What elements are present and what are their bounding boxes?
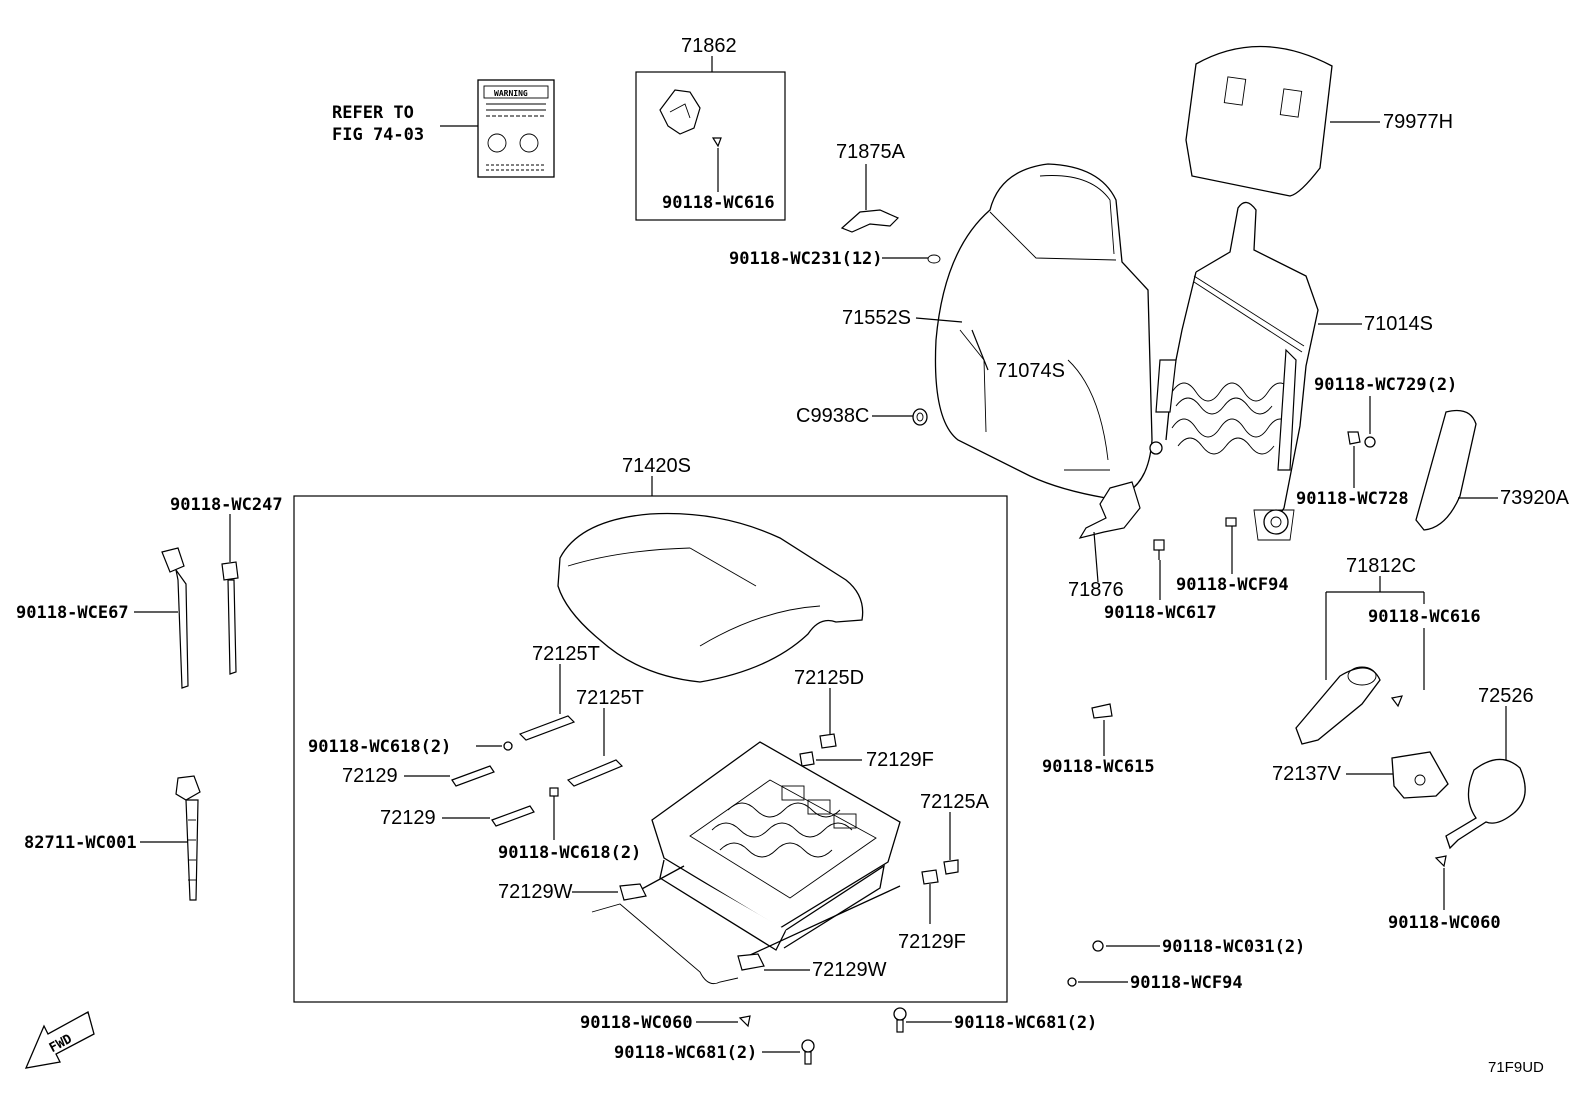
label-90118-wc728: 90118-WC728 <box>1296 489 1409 509</box>
headrest-pad-79977h-icon <box>1185 45 1333 197</box>
label-72129f-a: 72129F <box>866 749 934 771</box>
part-71420s-box <box>293 495 1008 1003</box>
bracket-71876-icon <box>1078 481 1141 539</box>
screw-wc681-b-icon <box>801 1039 815 1065</box>
bracket-71862-icon <box>659 89 701 135</box>
clip-82711-wc001-icon <box>175 775 201 901</box>
tie-wc247-icon <box>221 561 239 675</box>
screw-wc060-bottom-icon <box>738 1015 751 1028</box>
clip-wc231-icon <box>927 254 941 264</box>
label-72137v: 72137V <box>1272 763 1342 785</box>
label-90118-wc615: 90118-WC615 <box>1042 757 1155 777</box>
label-72125t-b: 72125T <box>576 687 644 709</box>
bracket-72137v-icon <box>1391 751 1449 799</box>
label-71074s: 71074S <box>996 360 1065 382</box>
label-90118-wc247: 90118-WC247 <box>170 495 283 515</box>
label-90118-wce67: 90118-WCE67 <box>16 603 129 623</box>
seat-wire-icon <box>591 903 739 985</box>
label-71420s: 71420S <box>622 455 691 477</box>
seat-cushion-frame-icon <box>639 741 901 957</box>
refer-note-line1: REFER TO <box>332 103 414 123</box>
label-90118-wc060-bottom: 90118-WC060 <box>580 1013 693 1033</box>
label-90118-wc729: 90118-WC729(2) <box>1314 375 1457 395</box>
label-90118-wc031: 90118-WC031(2) <box>1162 937 1305 957</box>
label-72129-b: 72129 <box>380 807 436 829</box>
clip-72129f-a-icon <box>799 751 815 767</box>
label-82711-wc001: 82711-WC001 <box>24 833 137 853</box>
label-72129f-b: 72129F <box>898 931 966 953</box>
clip-72125d-icon <box>819 733 837 749</box>
bolt-wcf94-b-icon <box>1067 977 1077 987</box>
screw-wc616-right-icon <box>1390 695 1403 708</box>
label-90118-wc616-right: 90118-WC616 <box>1368 607 1481 627</box>
plate-72129-a-icon <box>451 765 495 787</box>
refer-note-line2: FIG 74-03 <box>332 125 424 145</box>
nut-wc729-icon <box>1364 436 1376 448</box>
label-71862: 71862 <box>681 35 737 57</box>
clip-72129w-a-icon <box>619 883 647 901</box>
clip-wc618-b-icon <box>549 787 559 797</box>
label-90118-wc681-b: 90118-WC681(2) <box>614 1043 757 1063</box>
label-90118-wc060-right: 90118-WC060 <box>1388 913 1501 933</box>
warning-label-text: WARNING <box>494 89 528 98</box>
label-72129-a: 72129 <box>342 765 398 787</box>
label-79977h: 79977H <box>1383 111 1453 133</box>
label-72526: 72526 <box>1478 685 1534 707</box>
clip-wc615-icon <box>1091 703 1113 719</box>
grommet-c9938c-icon <box>912 408 928 426</box>
label-90118-wc231: 90118-WC231(12) <box>729 249 883 269</box>
seat-cushion-icon <box>557 512 864 683</box>
label-90118-wc616-top: 90118-WC616 <box>662 193 775 213</box>
label-c9938c: C9938C <box>796 405 869 427</box>
clip-72129f-b-icon <box>921 869 939 885</box>
clip-wc728-icon <box>1347 431 1361 445</box>
label-90118-wcf94-a: 90118-WCF94 <box>1176 575 1289 595</box>
label-90118-wc681-a: 90118-WC681(2) <box>954 1013 1097 1033</box>
label-90118-wcf94-b: 90118-WCF94 <box>1130 973 1243 993</box>
label-72125t-a: 72125T <box>532 643 600 665</box>
bracket-71875a-icon <box>840 209 900 233</box>
label-72129w-a: 72129W <box>498 881 573 903</box>
clip-72129w-b-icon <box>737 953 765 971</box>
knob-71812c-icon <box>1295 666 1381 745</box>
side-cover-73920a-icon <box>1415 409 1477 531</box>
label-71812c: 71812C <box>1346 555 1416 577</box>
lever-72526-icon <box>1445 758 1526 850</box>
label-73920a: 73920A <box>1500 487 1570 509</box>
screw-wc681-a-icon <box>893 1007 907 1033</box>
tie-wce67-icon <box>161 547 189 689</box>
label-90118-wc618-a: 90118-WC618(2) <box>308 737 451 757</box>
figure-code: 71F9UD <box>1488 1059 1544 1076</box>
bolt-wc617-icon <box>1153 539 1165 560</box>
clip-72125a-icon <box>943 859 959 875</box>
label-71552s: 71552S <box>842 307 911 329</box>
label-90118-wc618-b: 90118-WC618(2) <box>498 843 641 863</box>
label-72129w-b: 72129W <box>812 959 887 981</box>
seatback-cover-71552s-icon <box>934 163 1153 499</box>
part-71862-box <box>635 71 786 221</box>
clip-wc618-a-icon <box>503 741 513 751</box>
bolt-wcf94-a-icon <box>1225 517 1237 527</box>
plate-72129-b-icon <box>491 805 535 827</box>
fwd-arrow-icon: FWD <box>24 1011 95 1069</box>
bolt-wc031-icon <box>1092 940 1104 952</box>
screw-wc060-right-icon <box>1434 855 1447 868</box>
label-90118-wc617: 90118-WC617 <box>1104 603 1217 623</box>
label-71876: 71876 <box>1068 579 1124 601</box>
warning-label-icon: WARNING <box>477 79 555 178</box>
rail-72125t-b-icon <box>566 759 624 787</box>
seatback-frame-71014s-icon <box>1149 201 1319 541</box>
label-72125d: 72125D <box>794 667 864 689</box>
label-72125a: 72125A <box>920 791 990 813</box>
label-71014s: 71014S <box>1364 313 1433 335</box>
rail-72125t-a-icon <box>518 715 576 741</box>
screw-wc616-top-icon <box>711 137 722 148</box>
label-71875a: 71875A <box>836 141 906 163</box>
